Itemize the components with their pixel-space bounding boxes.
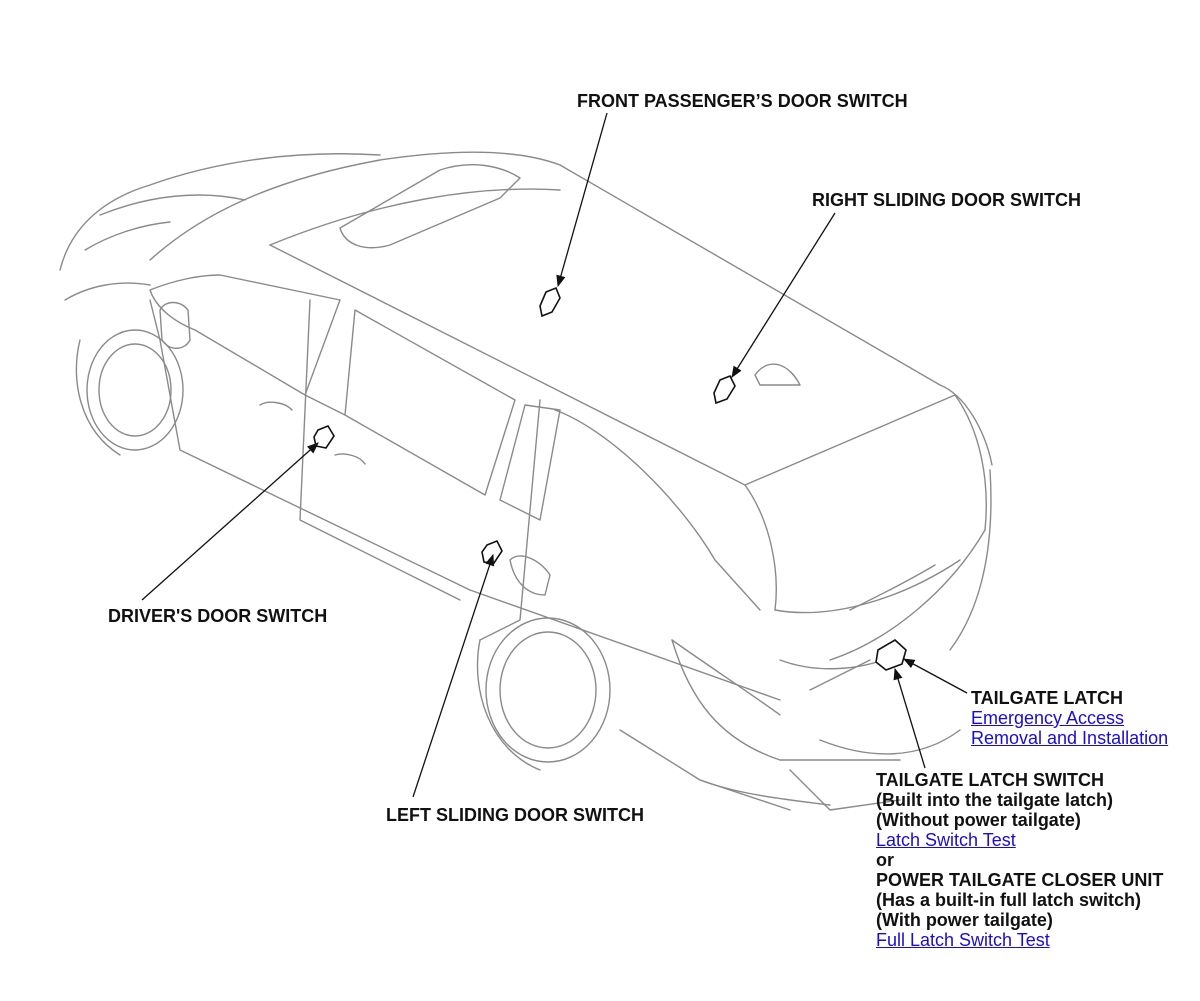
switch-marks — [313, 286, 907, 671]
full-latch-switch-test-link[interactable]: Full Latch Switch Test — [876, 930, 1050, 950]
front-passenger-leader — [556, 112, 608, 288]
right-sliding-door-switch-mark — [713, 374, 736, 405]
tailgate-switch-block: TAILGATE LATCH SWITCH (Built into the ta… — [876, 770, 1163, 950]
tailgate-switch-leader — [893, 667, 926, 769]
removal-and-installation-link[interactable]: Removal and Installation — [971, 728, 1169, 748]
right-sliding-door-switch-label: RIGHT SLIDING DOOR SWITCH — [812, 190, 1081, 210]
tailgate-latch-title: TAILGATE LATCH — [971, 688, 1123, 708]
driver-door-switch-mark — [313, 425, 335, 449]
leader-lines — [141, 112, 968, 798]
tailgate-latch-block: TAILGATE LATCH Emergency Access Removal … — [971, 688, 1168, 748]
tailgate-switch-note-2: (Without power tailgate) — [876, 810, 1081, 830]
emergency-access-link[interactable]: Emergency Access — [971, 708, 1125, 728]
right-sliding-leader — [731, 212, 836, 378]
tailgate-switch-title: TAILGATE LATCH SWITCH — [876, 770, 1104, 790]
power-tailgate-closer-title: POWER TAILGATE CLOSER UNIT — [876, 870, 1164, 890]
front-passenger-door-switch-mark — [539, 286, 561, 318]
front-passenger-door-switch-label: FRONT PASSENGER’S DOOR SWITCH — [577, 91, 908, 111]
left-sliding-door-switch-label: LEFT SLIDING DOOR SWITCH — [386, 805, 644, 825]
closer-note-1: (Has a built-in full latch switch) — [876, 890, 1142, 910]
tailgate-switch-note-1: (Built into the tailgate latch) — [876, 790, 1113, 810]
driver-leader — [141, 442, 319, 601]
tailgate-latch-mark — [875, 639, 907, 671]
left-sliding-leader — [412, 553, 495, 798]
tailgate-latch-leader — [902, 658, 968, 694]
driver-door-switch-label: DRIVER'S DOOR SWITCH — [108, 606, 328, 626]
vehicle-outline — [59, 151, 993, 811]
or-text: or — [876, 850, 894, 870]
latch-switch-test-link[interactable]: Latch Switch Test — [876, 830, 1016, 850]
closer-note-2: (With power tailgate) — [876, 910, 1053, 930]
